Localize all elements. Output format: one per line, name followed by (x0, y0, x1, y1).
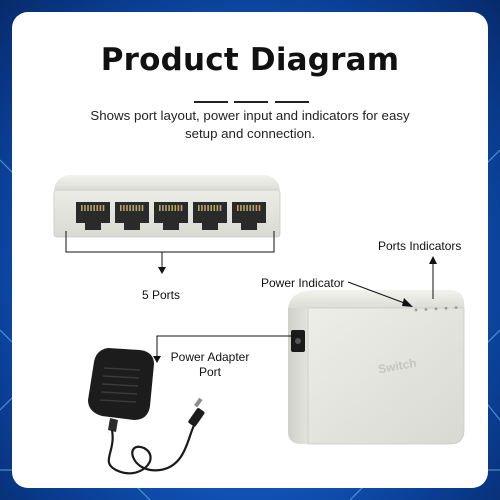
switch-side-face (288, 308, 308, 444)
adapter-cable (107, 421, 197, 475)
power-adapter-arrow (153, 356, 161, 363)
product-diagram: Switch (53, 175, 465, 475)
ports-callout-bracket (65, 231, 275, 268)
product-card: Product Diagram Shows port layout, power… (12, 12, 488, 488)
indicator-led (414, 308, 418, 312)
switch-side-view: Switch (288, 290, 465, 445)
indicator-leds (414, 306, 458, 312)
ports-group (76, 202, 266, 230)
label-power-adapter-port: Power Adapter Port (170, 350, 250, 379)
ethernet-port (76, 202, 110, 230)
indicator-led (434, 307, 438, 311)
switch-top-face (54, 175, 280, 190)
adapter-plug-tip (194, 397, 203, 408)
indicator-callouts (156, 262, 434, 358)
ethernet-port (154, 202, 188, 230)
ethernet-port (115, 202, 149, 230)
adapter-plug (188, 408, 205, 427)
power-indicator-arrow (402, 298, 413, 307)
indicator-led (454, 306, 458, 309)
device-brand-text: Switch (377, 356, 418, 377)
title-dash (234, 101, 268, 103)
adapter-vents (99, 367, 141, 403)
subtitle: Shows port layout, power input and indic… (90, 108, 410, 141)
switch-top-face (288, 290, 465, 308)
indicator-led (444, 306, 448, 310)
switch-front-view (53, 175, 281, 238)
ports-callout-arrow (158, 267, 166, 274)
ethernet-port (193, 202, 227, 230)
label-ports-indicators: Ports Indicators (378, 239, 462, 253)
power-jack-pin (295, 338, 301, 344)
ports-indicators-arrow (429, 256, 437, 264)
switch-main-face (307, 307, 465, 445)
adapter-strain-relief (108, 418, 118, 432)
adapter-body (88, 348, 154, 420)
label-5-ports: 5 Ports (142, 288, 181, 302)
page-title: Product Diagram (100, 42, 400, 78)
power-adapter (88, 348, 205, 475)
indicator-led (424, 308, 428, 311)
label-power-indicator: Power Indicator (261, 276, 345, 290)
title-dash (275, 101, 309, 103)
ethernet-port (232, 202, 266, 230)
title-dash (194, 101, 228, 103)
